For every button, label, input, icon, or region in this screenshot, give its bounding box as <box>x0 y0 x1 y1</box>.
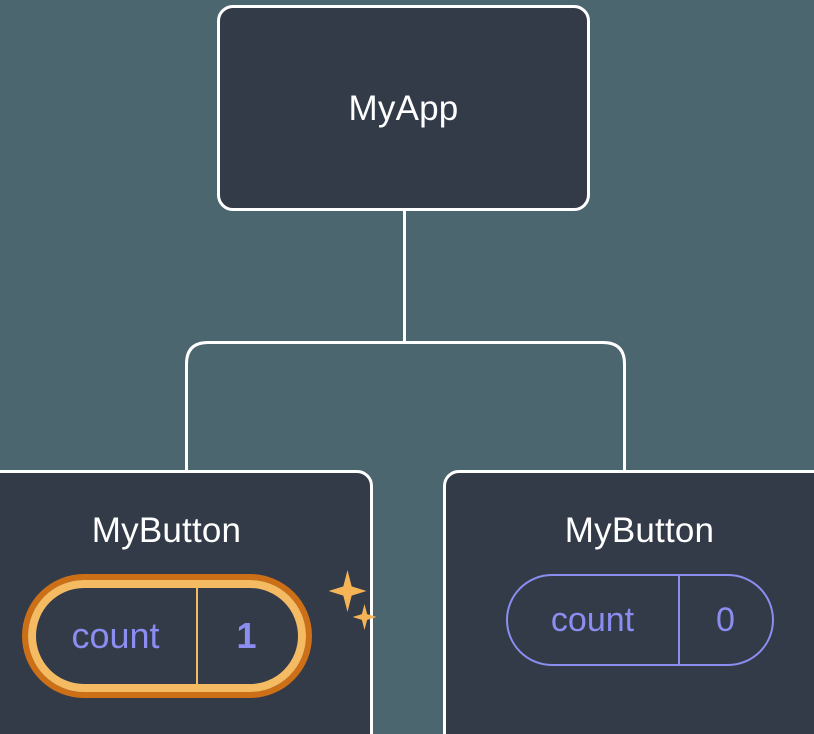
state-badge-wrapper-right: count 0 <box>446 574 814 666</box>
state-badge-inner-ring: count 1 <box>27 580 306 692</box>
node-myapp[interactable]: MyApp <box>217 5 590 211</box>
node-myapp-title: MyApp <box>348 88 459 128</box>
state-key-label-right: count <box>550 601 635 639</box>
connector-to-right-child <box>404 341 626 470</box>
connector-to-left-child <box>185 341 405 470</box>
sparkle-large-icon <box>328 570 367 612</box>
sparkle-small-icon <box>352 604 377 630</box>
state-badge-highlighted[interactable]: count 1 <box>21 574 312 698</box>
node-mybutton-right[interactable]: MyButton count 0 <box>443 470 814 734</box>
state-badge-plain[interactable]: count 0 <box>505 574 774 666</box>
state-key-label-left: count <box>71 615 160 656</box>
node-mybutton-left[interactable]: MyButton count 1 <box>0 470 377 734</box>
state-badge-wrapper-left: count 1 <box>0 570 377 698</box>
node-mybutton-right-title: MyButton <box>564 511 715 550</box>
state-value-right: 0 <box>677 576 772 664</box>
node-mybutton-left-title: MyButton <box>91 511 242 550</box>
state-value-left: 1 <box>195 588 296 684</box>
